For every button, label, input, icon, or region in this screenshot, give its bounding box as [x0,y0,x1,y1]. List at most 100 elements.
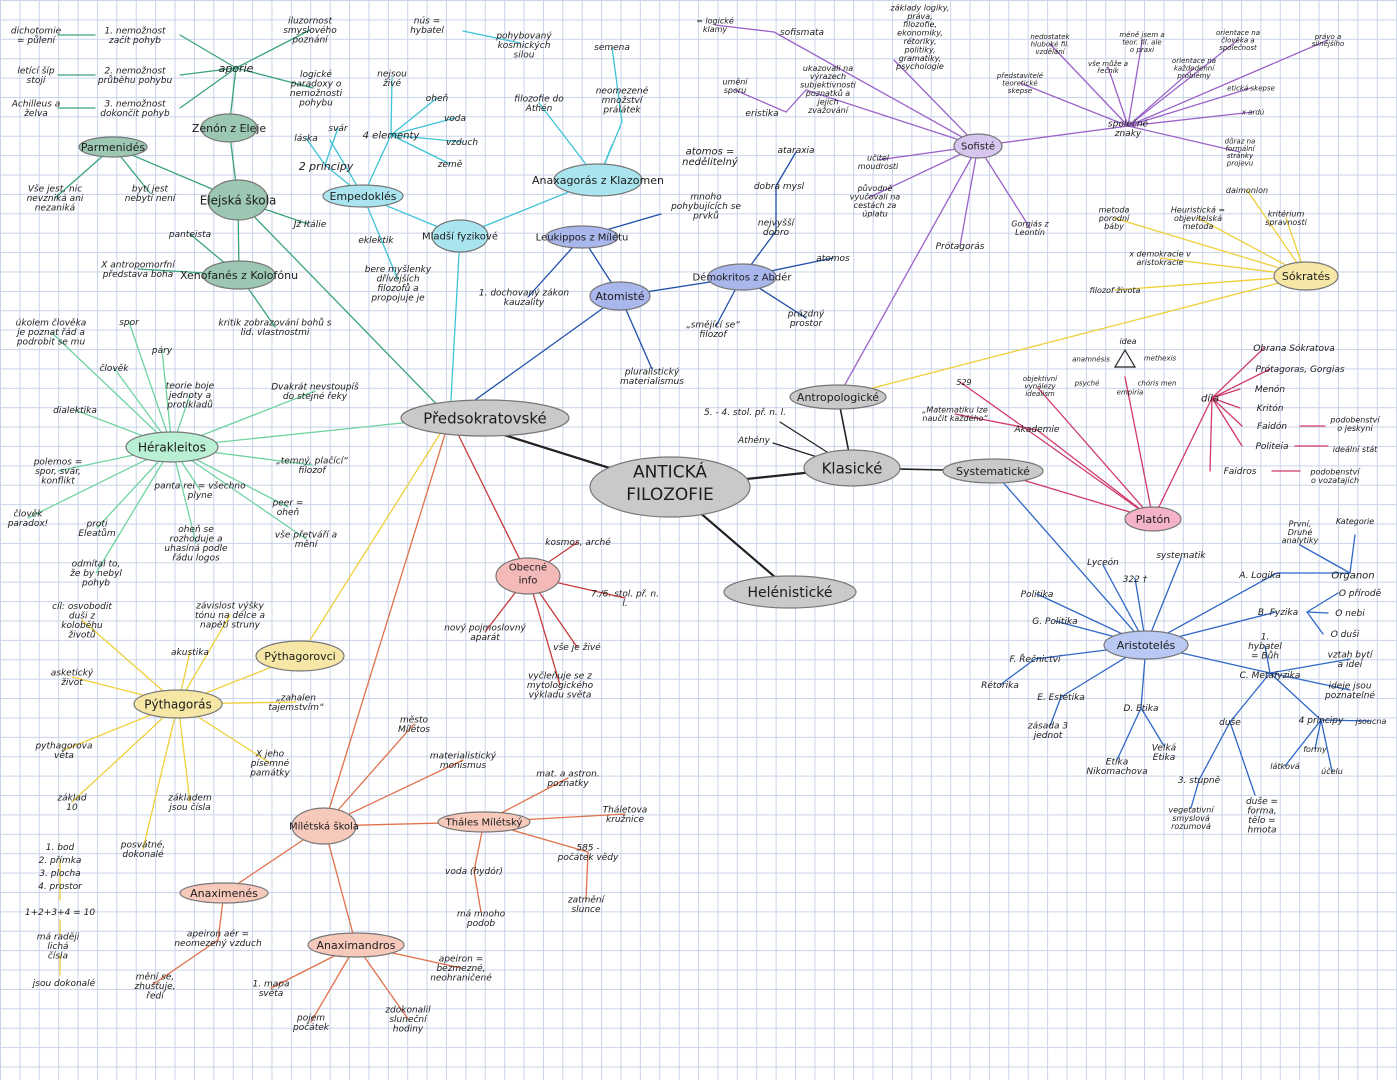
aristoteles-physics-2: O duši [1331,629,1360,640]
connector-line [171,446,197,544]
anaxagoras-node: Anaxagorás z Klazomen [532,174,664,187]
aristoteles-b-physics: B. Fyzika [1258,608,1298,618]
sokrates-item-0: daimonion [1226,186,1268,195]
connector-line [1211,388,1241,399]
connector-line [805,89,979,147]
aristoteles-rhetoric: Rétorika [981,680,1019,691]
connector-line [1314,719,1322,750]
connector-line [1320,719,1333,772]
connector-line [1306,592,1339,613]
connector-line [1190,779,1200,809]
pythagoras-perfect: jsou dokonalé [31,978,96,989]
connector-line [999,658,1036,686]
thales-node-shape [437,811,531,833]
platon-work-3: Kritón [1257,403,1284,414]
platon-psyche: psyché [1074,379,1101,387]
connector-line [611,46,623,123]
aristoteles-lyceon: Lyceón [1087,557,1119,568]
connector-line [1211,397,1243,427]
connector-line [1127,111,1254,127]
anaximandros-node: Anaximandros [317,939,396,952]
connector-line [1124,376,1154,520]
eristika: eristika [745,109,778,119]
connector-line [310,944,357,1023]
connector-line [1127,125,1241,153]
herakleitos-item-13: polemos =spor, svár,konflikt [33,458,83,487]
connector-line [837,275,1307,398]
aristoteles-meta-3: 4 principy [1299,716,1344,726]
root-node-line2: FILOZOFIE [626,485,714,505]
mind: nús =hybatel [410,16,444,35]
elea-school-node-shape [207,179,269,221]
connector-line [177,614,231,705]
connector-line [734,89,787,113]
demokritos-node-shape [707,263,777,291]
connector-line [1229,672,1271,723]
pythagoreans-node-shape [255,640,345,672]
milesian-school-node: Mílétská škola [289,821,359,833]
aristoteles-systematic: systematik [1156,551,1206,561]
platon-node-shape [1124,506,1182,532]
pythagoras-item-9: posvátné,dokonalé [120,839,165,859]
love: láska [294,134,317,144]
systematic-node-shape [942,458,1044,484]
anaxagoras-node-shape [553,163,643,197]
zenon-node: Zenón z Eleje [192,122,267,135]
connector-line [1211,368,1271,399]
pythagoras-node: Pýthagorás [144,697,212,711]
connector-line [50,331,173,448]
classical-date: 5. - 4. stol. př. n. l. [704,408,786,418]
connector-line [179,34,237,69]
herakleitos-node: Hérakleitos [138,440,206,454]
general-info-item-1: 7./6. stol. př. n.l. [591,589,659,608]
good-mind: dobrá mysl [754,182,805,192]
connector-line [1229,721,1256,796]
anaximenes-air: apeiron aér =neomezený vzduch [174,928,262,948]
sokrates-node-shape [1273,261,1339,291]
platon-work-2: Menón [1255,384,1286,395]
anaximandros-node-shape [307,932,405,958]
aristoteles-meta-4: duše [1219,717,1241,728]
classical-athens: Athény [737,435,771,446]
connector-line [1211,347,1265,399]
connector-line [1269,672,1322,721]
anaximenes-changes: mění se,zhušťuje,ředí [134,972,176,1002]
connector-line [977,145,1031,229]
smiling: „smějící se“filozof [686,319,740,339]
connector-line [977,125,1129,147]
connector-line [151,939,219,986]
connector-line [237,199,451,419]
connector-line [585,851,589,901]
connector-line [1209,397,1213,472]
connector-line [473,870,482,913]
pythagoras-sum: 1+2+3+4 = 10 [25,908,96,918]
connector-line [1284,719,1322,767]
connector-line [1049,696,1062,727]
root-node-line1: ANTICKÁ [633,461,707,483]
connector-line [959,145,979,247]
connector-line [1127,39,1329,127]
eclectic: eklektik [358,236,394,246]
atomists-node-shape [589,281,651,311]
